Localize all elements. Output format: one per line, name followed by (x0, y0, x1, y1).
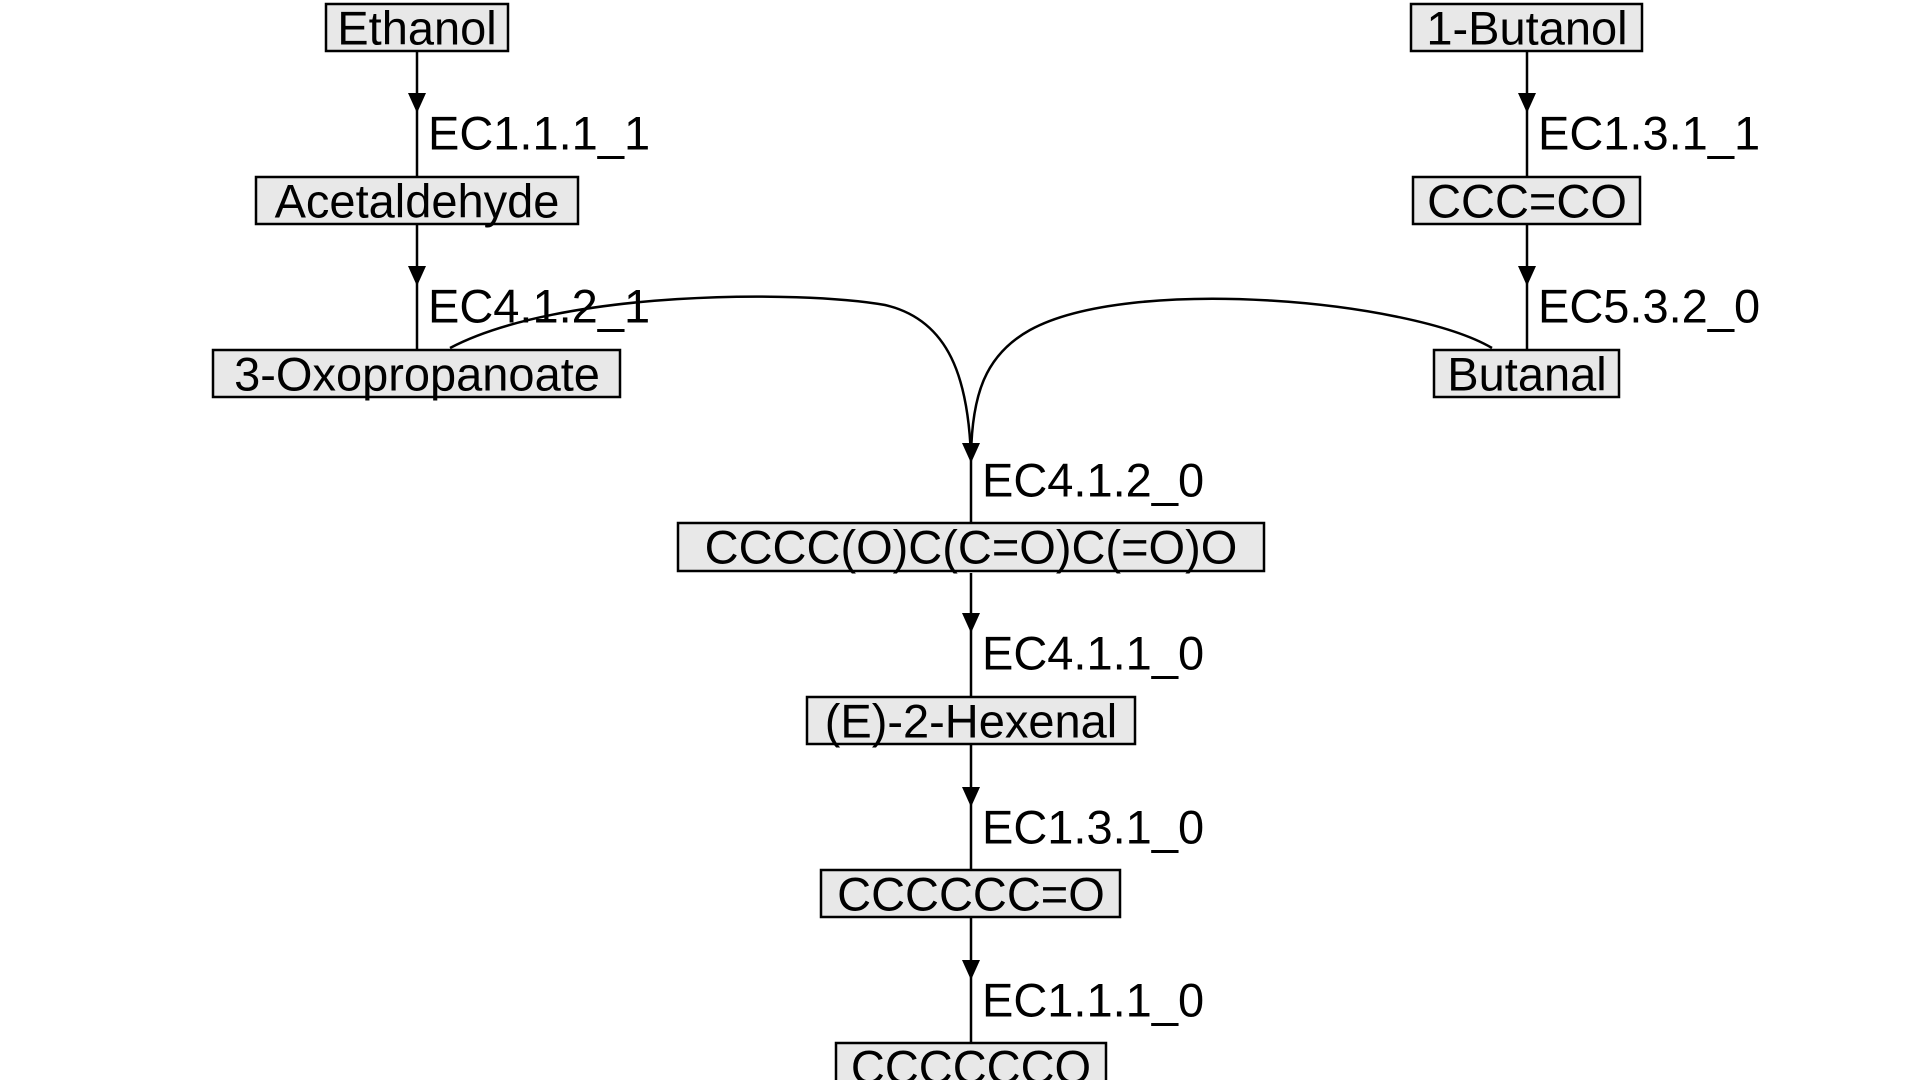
node-box (1409, 2, 1644, 53)
arrowhead (1518, 93, 1536, 113)
node-label: Butanal (1447, 348, 1606, 401)
reaction-label: EC1.3.1_0 (982, 801, 1204, 854)
node-label: CCC=CO (1427, 175, 1627, 228)
node-ccc-co[interactable]: CCC=CO (1411, 175, 1642, 228)
node-label: CCCCCCO (851, 1041, 1091, 1080)
arrowhead (962, 787, 980, 807)
reaction-labels: EC1.1.1_1 EC1.3.1_1 EC4.1.2_1 EC5.3.2_0 … (428, 107, 1760, 1027)
arrowhead (1518, 266, 1536, 286)
reaction-label: EC1.1.1_1 (428, 107, 650, 160)
node-label: CCCCCC=O (837, 868, 1105, 921)
node-label: 3-Oxopropanoate (234, 348, 600, 401)
node-condensation-intermediate[interactable]: CCCC(O)C(C=O)C(=O)O (676, 521, 1266, 574)
arrowhead (408, 93, 426, 113)
node-box (834, 1041, 1108, 1080)
node-acetaldehyde[interactable]: Acetaldehyde (254, 175, 580, 228)
edges (408, 50, 1536, 1045)
node-hexanol[interactable]: CCCCCCO (834, 1041, 1108, 1080)
node-label: 1-Butanol (1426, 2, 1627, 55)
arrowhead (962, 613, 980, 633)
node-hexanal[interactable]: CCCCCC=O (819, 868, 1122, 921)
reaction-label: EC4.1.2_0 (982, 454, 1204, 507)
node-box (324, 2, 510, 53)
arrowhead (962, 960, 980, 980)
reaction-label: EC4.1.2_1 (428, 280, 650, 333)
arrowhead (408, 266, 426, 286)
node-1-butanol[interactable]: 1-Butanol (1409, 2, 1644, 55)
node-label: Acetaldehyde (275, 175, 560, 228)
node-ethanol[interactable]: Ethanol (324, 2, 510, 55)
node-box (819, 868, 1122, 919)
node-label: CCCC(O)C(C=O)C(=O)O (705, 521, 1238, 574)
arrowhead (962, 443, 980, 463)
node-box (211, 348, 622, 399)
node-e-2-hexenal[interactable]: (E)-2-Hexenal (805, 695, 1137, 748)
node-box (1432, 348, 1621, 399)
reaction-label: EC4.1.1_0 (982, 627, 1204, 680)
reaction-label: EC5.3.2_0 (1538, 280, 1760, 333)
edge-oxopropanoate-to-condensation (449, 295, 973, 457)
node-3-oxopropanoate[interactable]: 3-Oxopropanoate (211, 348, 622, 401)
edge-butanal-to-condensation (969, 297, 1493, 457)
compound-nodes: Ethanol 1-Butanol Acetaldehyde CCC=CO 3-… (211, 2, 1644, 1080)
reaction-label: EC1.1.1_0 (982, 974, 1204, 1027)
node-label: Ethanol (337, 2, 496, 55)
node-box (1411, 175, 1642, 226)
node-box (676, 521, 1266, 573)
node-butanal[interactable]: Butanal (1432, 348, 1621, 401)
node-box (805, 695, 1137, 746)
node-box (254, 175, 580, 226)
node-label: (E)-2-Hexenal (825, 695, 1118, 748)
reaction-label: EC1.3.1_1 (1538, 107, 1760, 160)
